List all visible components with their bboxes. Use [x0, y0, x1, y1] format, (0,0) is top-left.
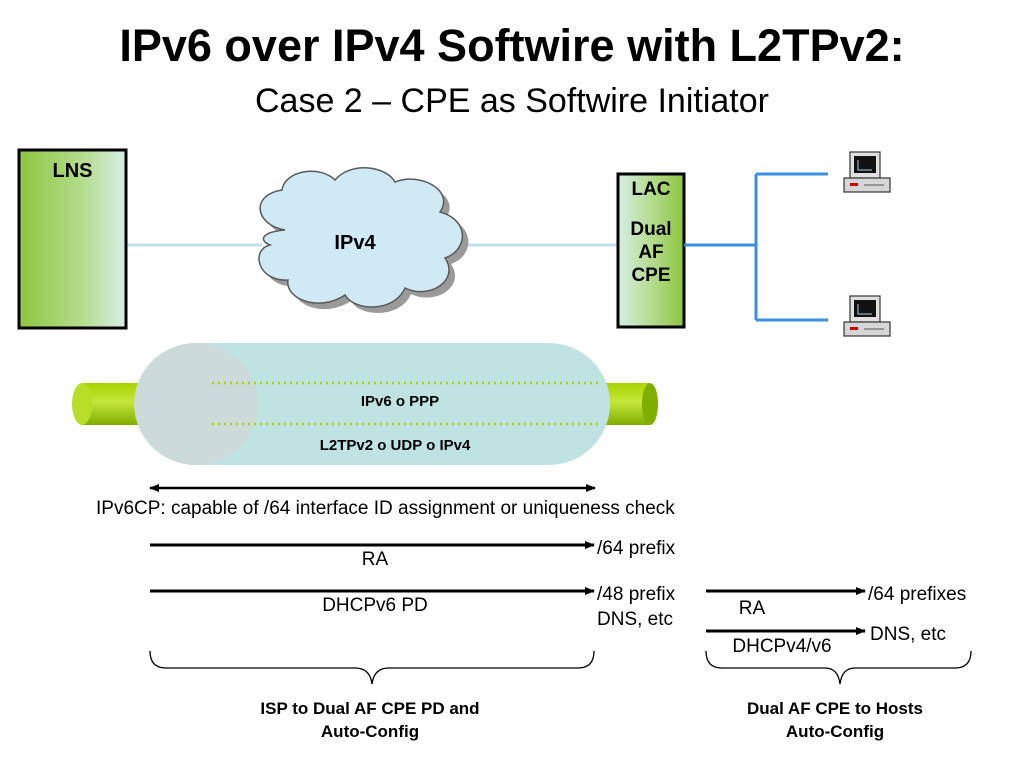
- hosts-caption-line1: Dual AF CPE to Hosts: [747, 699, 923, 718]
- host-dhcp-result-label: DNS, etc: [870, 624, 947, 645]
- isp-group-caption: ISP to Dual AF CPE PD and Auto-Config: [200, 697, 540, 743]
- ra-label: RA: [361, 549, 389, 570]
- host-dhcp-label: DHCPv4/v6: [732, 636, 832, 657]
- dhcpv6-pd-label: DHCPv6 PD: [322, 595, 428, 616]
- lns-box: [17, 148, 128, 330]
- cpe-label-line1: Dual: [630, 219, 672, 240]
- ipv4-cloud: [258, 167, 464, 308]
- host-computer-icon-bottom: [843, 295, 891, 337]
- pd-result-label: /48 prefix DNS, etc: [597, 582, 675, 632]
- host-computer-icon-top: [843, 151, 891, 193]
- tunnel-tube: [135, 343, 610, 465]
- isp-brace: [149, 650, 595, 685]
- pd-result-line1: /48 prefix: [597, 584, 676, 605]
- hosts-brace: [705, 650, 972, 685]
- pipe-right-cap: [642, 383, 658, 425]
- cloud-label: IPv4: [334, 232, 376, 254]
- lns-label: LNS: [52, 160, 93, 182]
- ra-result-label: /64 prefix: [597, 538, 676, 559]
- isp-caption-line2: Auto-Config: [320, 722, 420, 741]
- tunnel-inner-label: IPv6 o PPP: [360, 393, 440, 410]
- hosts-caption-line2: Auto-Config: [785, 722, 885, 741]
- lac-label: LAC: [631, 179, 671, 200]
- isp-caption-line1: ISP to Dual AF CPE PD and: [260, 699, 480, 718]
- hosts-group-caption: Dual AF CPE to Hosts Auto-Config: [700, 697, 970, 743]
- tunnel-end-cap: [134, 343, 258, 465]
- cpe-label-line3: CPE: [631, 265, 671, 286]
- tunnel-outer-label: L2TPv2 o UDP o IPv4: [319, 437, 471, 454]
- host-ra-label: RA: [738, 598, 766, 619]
- cpe-box: [616, 172, 686, 329]
- lan-links: [684, 172, 828, 322]
- page-subtitle: Case 2 – CPE as Softwire Initiator: [254, 82, 769, 120]
- cpe-label: LAC Dual AF CPE: [618, 178, 684, 287]
- pipe-left-cap: [72, 383, 92, 425]
- pd-result-line2: DNS, etc: [597, 609, 674, 630]
- host-ra-result-label: /64 prefixes: [868, 584, 967, 605]
- ipv6cp-label: IPv6CP: capable of /64 interface ID assi…: [96, 498, 675, 519]
- page-title: IPv6 over IPv4 Softwire with L2TPv2:: [119, 20, 905, 71]
- cpe-label-line2: AF: [638, 242, 664, 263]
